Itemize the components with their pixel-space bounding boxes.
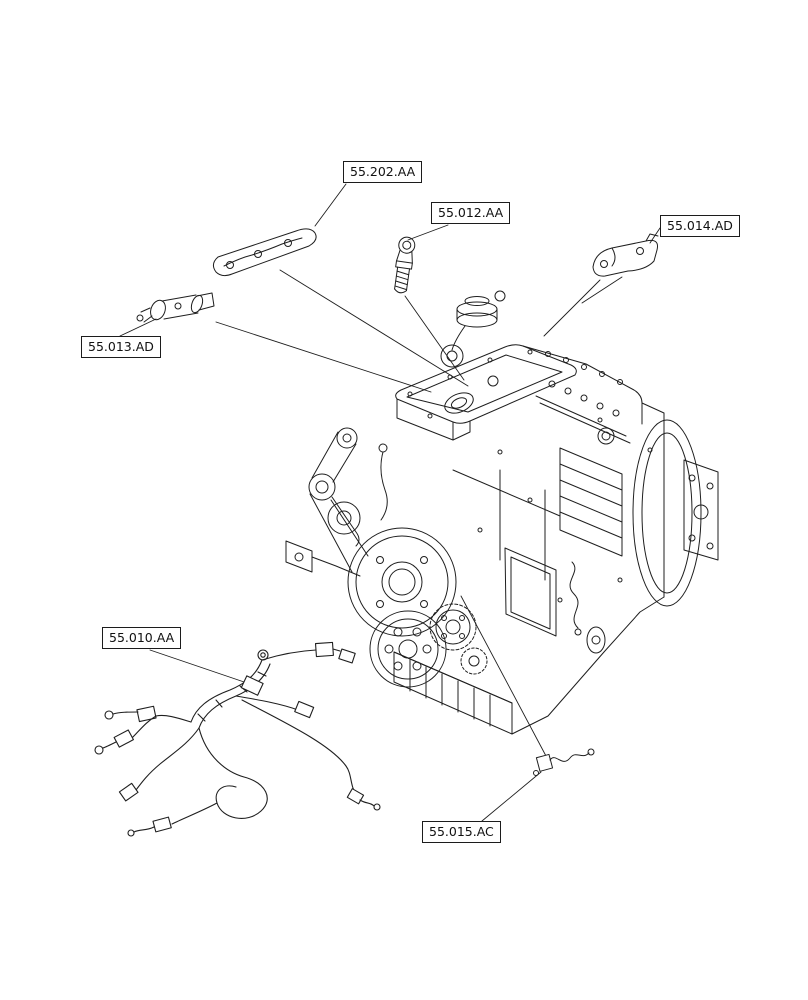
threaded-sensor-part	[394, 236, 416, 294]
bracket-part	[592, 233, 659, 277]
engine-illustration	[285, 290, 719, 735]
part-label-55-012-AA[interactable]: 55.012.AA	[431, 202, 511, 224]
gasket-plate-part	[212, 228, 317, 277]
wiring-harness-part	[94, 641, 381, 837]
part-label-55-202-AA[interactable]: 55.202.AA	[343, 161, 423, 183]
part-label-55-010-AA[interactable]: 55.010.AA	[102, 627, 182, 649]
switch-sensor-part	[136, 292, 215, 323]
part-label-55-014-AD[interactable]: 55.014.AD	[660, 215, 740, 237]
pigtail-sensor-part	[533, 748, 595, 776]
part-label-55-015-AC[interactable]: 55.015.AC	[422, 821, 501, 843]
leader-lines	[119, 183, 661, 822]
part-label-55-013-AD[interactable]: 55.013.AD	[81, 336, 161, 358]
